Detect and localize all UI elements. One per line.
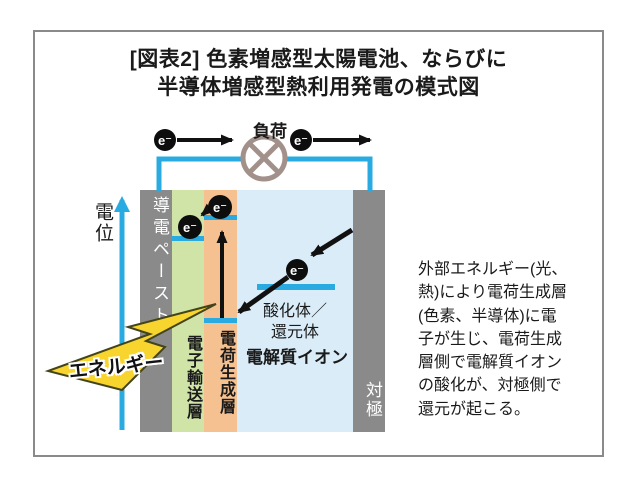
charge-generation-label: 電荷生成層	[217, 330, 234, 415]
caption-line: 層側で電解質イオン	[418, 354, 563, 372]
title-line-2: 半導体増感型熱利用発電の模式図	[157, 76, 480, 99]
electron-icon: e⁻	[290, 129, 312, 151]
electron-icon: e⁻	[178, 215, 202, 239]
title-line-1: [図表2] 色素増感型太陽電池、ならびに	[129, 48, 508, 71]
electron-icon: e⁻	[154, 129, 176, 151]
caption-text: 外部エネルギー(光、 熱)により電荷生成層 (色素、半導体)に電 子が生じ、電荷…	[418, 258, 618, 421]
redox-label-line-2: 還元体	[270, 324, 319, 341]
figure-title: [図表2] 色素増感型太陽電池、ならびに 半導体増感型熱利用発電の模式図	[33, 46, 604, 102]
load-label: 負荷	[253, 122, 287, 141]
caption-line: 還元が起こる。	[418, 400, 531, 418]
electrolyte-ion-label: 電解質イオン	[246, 348, 348, 367]
caption-line: 子が生じ、電荷生成	[418, 330, 563, 348]
layer-counter-electrode	[353, 190, 385, 432]
electron-icon: e⁻	[208, 195, 232, 219]
counter-electrode-label: 対極	[363, 381, 382, 419]
redox-label: 酸化体／ 還元体	[237, 301, 353, 343]
caption-line: (色素、半導体)に電	[418, 307, 557, 325]
conductive-paste-label: 導電ペースト	[150, 196, 169, 328]
caption-line: 熱)により電荷生成層	[418, 284, 568, 302]
potential-axis-label: 電位	[92, 202, 113, 244]
electron-icon: e⁻	[286, 259, 308, 281]
caption-line: 外部エネルギー(光、	[418, 261, 568, 278]
electron-transport-label: 電子輸送層	[184, 335, 201, 420]
caption-line: の酸化が、対極側で	[418, 377, 562, 395]
redox-label-line-1: 酸化体／	[262, 303, 327, 320]
